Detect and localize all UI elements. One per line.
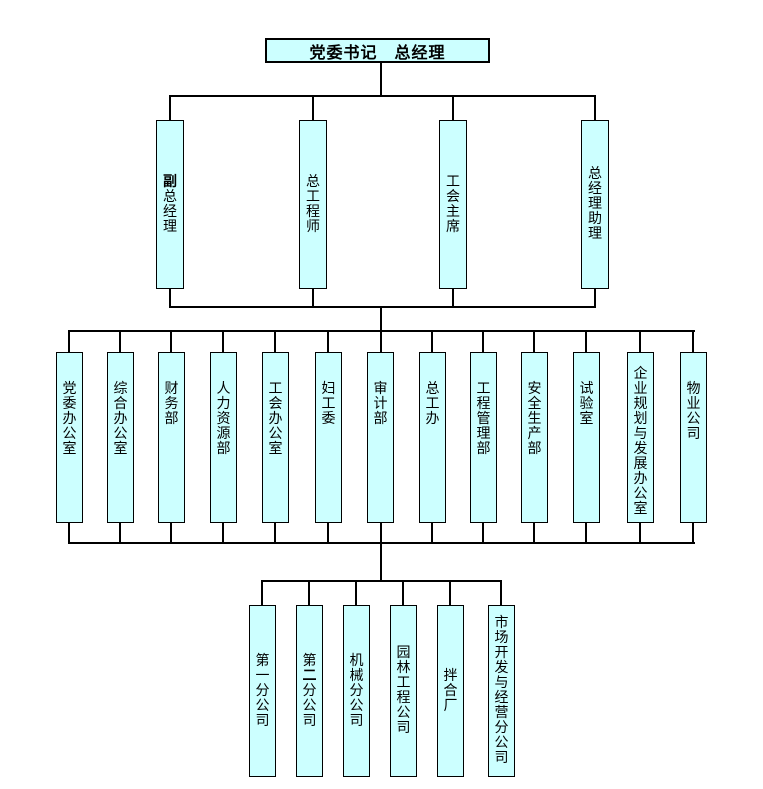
org-node-l2-3: 总经理助理 xyxy=(581,120,609,289)
connector-line xyxy=(308,580,310,605)
org-node-label: 综合办公室 xyxy=(113,381,128,457)
connector-line xyxy=(482,330,484,352)
connector-line xyxy=(68,330,70,352)
org-node-label: 物业公司 xyxy=(686,381,701,442)
org-node-l4-1: 第二分公司 xyxy=(296,605,323,777)
connector-line xyxy=(639,523,641,542)
org-node-l3-10: 试验室 xyxy=(573,352,600,523)
connector-line xyxy=(170,330,172,352)
org-node-label: 工会办公室 xyxy=(268,381,283,457)
connector-line xyxy=(533,330,535,352)
org-node-label: 企业规划与发展办公室 xyxy=(633,366,648,517)
connector-line xyxy=(482,523,484,542)
org-node-l4-3: 园林工程公司 xyxy=(390,605,417,777)
org-node-label: 总经理助理 xyxy=(588,166,602,242)
connector-line xyxy=(261,580,263,605)
org-node-label: 审计部 xyxy=(373,381,388,427)
connector-line xyxy=(312,289,314,306)
org-node-l4-2: 机械分公司 xyxy=(343,605,370,777)
org-node-l3-11: 企业规划与发展办公室 xyxy=(627,352,654,523)
org-node-label: 党委书记 总经理 xyxy=(309,42,446,62)
org-node-label: 副总经理 xyxy=(163,173,177,235)
connector-line xyxy=(119,523,121,542)
org-node-l2-0: 副总经理 xyxy=(156,120,184,289)
connector-line xyxy=(222,330,224,352)
connector-line xyxy=(380,523,382,542)
org-node-label: 总工办 xyxy=(425,381,440,427)
connector-line xyxy=(355,580,357,605)
org-node-l3-7: 总工办 xyxy=(419,352,446,523)
connector-line xyxy=(452,289,454,306)
org-node-l3-4: 工会办公室 xyxy=(262,352,289,523)
connector-line xyxy=(533,523,535,542)
connector-line xyxy=(449,580,451,605)
connector-line xyxy=(452,95,454,120)
connector-line xyxy=(500,580,502,605)
connector-line xyxy=(169,289,171,306)
connector-line xyxy=(312,95,314,120)
connector-line xyxy=(692,523,694,542)
connector-line xyxy=(585,523,587,542)
connector-line xyxy=(327,523,329,542)
org-node-label: 拌合厂 xyxy=(443,667,458,714)
connector-line xyxy=(274,330,276,352)
org-node-label: 市场开发与经营分公司 xyxy=(494,615,509,766)
connector-line xyxy=(380,63,382,95)
connector-line xyxy=(169,95,171,120)
connector-line xyxy=(594,95,596,120)
org-node-label: 第一分公司 xyxy=(255,652,270,729)
connector-line xyxy=(380,542,382,580)
connector-line xyxy=(327,330,329,352)
org-node-label: 党委办公室 xyxy=(62,381,77,457)
org-node-root: 党委书记 总经理 xyxy=(265,38,490,63)
connector-line xyxy=(261,580,502,582)
connector-line xyxy=(274,523,276,542)
org-node-l4-0: 第一分公司 xyxy=(249,605,276,777)
connector-line xyxy=(431,523,433,542)
connector-line xyxy=(222,523,224,542)
org-node-l3-12: 物业公司 xyxy=(680,352,707,523)
connector-line xyxy=(119,330,121,352)
org-node-label: 财务部 xyxy=(164,381,179,427)
org-node-label: 妇工委 xyxy=(321,381,336,427)
org-node-label: 第二分公司 xyxy=(302,652,317,729)
org-node-l3-9: 安全生产部 xyxy=(521,352,548,523)
org-node-l2-1: 总工程师 xyxy=(299,120,327,289)
org-node-l3-0: 党委办公室 xyxy=(56,352,83,523)
org-node-label: 安全生产部 xyxy=(527,381,542,457)
org-node-label: 人力资源部 xyxy=(216,381,231,457)
connector-line xyxy=(594,289,596,306)
org-node-label: 机械分公司 xyxy=(349,652,364,729)
org-node-l3-3: 人力资源部 xyxy=(210,352,237,523)
connector-line xyxy=(68,523,70,542)
connector-line xyxy=(169,95,596,97)
connector-line xyxy=(692,330,694,352)
org-node-l4-4: 拌合厂 xyxy=(437,605,464,777)
org-node-l3-2: 财务部 xyxy=(158,352,185,523)
connector-line xyxy=(380,306,382,330)
org-node-label: 总工程师 xyxy=(306,173,320,235)
org-node-label: 试验室 xyxy=(579,381,594,427)
connector-line xyxy=(585,330,587,352)
org-node-l3-6: 审计部 xyxy=(367,352,394,523)
connector-line xyxy=(170,523,172,542)
connector-line xyxy=(169,306,596,308)
org-node-l3-1: 综合办公室 xyxy=(107,352,134,523)
connector-line xyxy=(639,330,641,352)
org-node-label: 园林工程公司 xyxy=(396,645,411,736)
org-node-l2-2: 工会主席 xyxy=(439,120,467,289)
org-node-label: 工程管理部 xyxy=(476,381,491,457)
connector-line xyxy=(402,580,404,605)
connector-line xyxy=(380,330,382,352)
connector-line xyxy=(431,330,433,352)
org-node-l3-8: 工程管理部 xyxy=(470,352,497,523)
org-node-l3-5: 妇工委 xyxy=(315,352,342,523)
org-node-l4-5: 市场开发与经营分公司 xyxy=(488,605,515,777)
org-node-label: 工会主席 xyxy=(446,173,460,235)
